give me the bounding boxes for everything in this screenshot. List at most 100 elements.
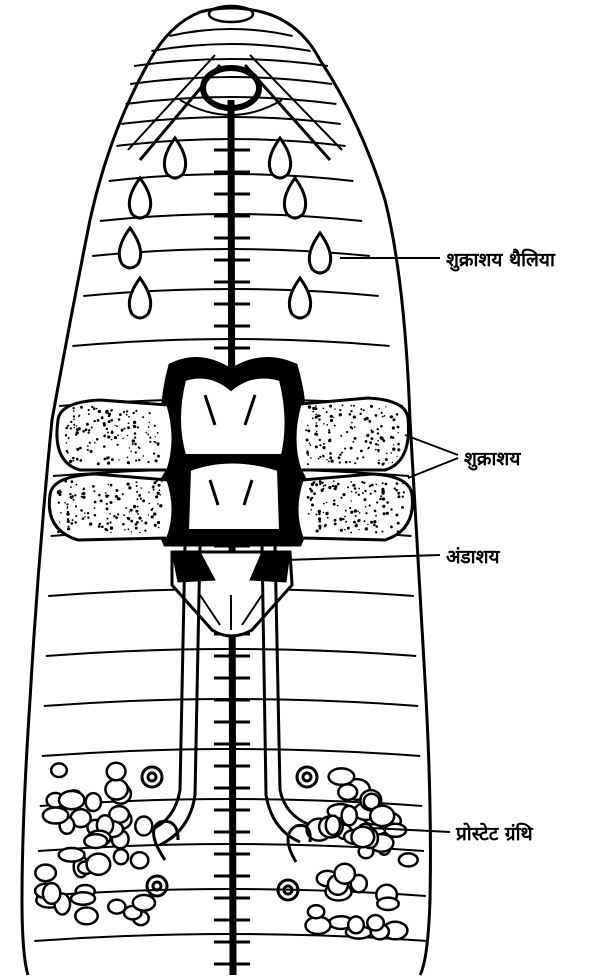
stipple-dot bbox=[345, 461, 348, 464]
stipple-dot bbox=[307, 496, 310, 499]
stipple-dot bbox=[140, 487, 142, 489]
stipple-dot bbox=[382, 492, 385, 495]
stipple-dot bbox=[67, 520, 70, 523]
stipple-dot bbox=[153, 441, 155, 443]
stipple-dot bbox=[68, 437, 70, 439]
stipple-dot bbox=[87, 445, 89, 447]
stipple-dot bbox=[382, 463, 385, 466]
stipple-dot bbox=[342, 405, 344, 407]
stipple-dot bbox=[130, 451, 132, 453]
stipple-dot bbox=[75, 505, 77, 507]
stipple-dot bbox=[113, 515, 115, 517]
stipple-dot bbox=[73, 424, 75, 426]
label-ovary: अंडाशय bbox=[446, 546, 501, 568]
stipple-dot bbox=[147, 461, 149, 463]
stipple-dot bbox=[306, 439, 309, 442]
stipple-dot bbox=[151, 509, 153, 511]
stipple-dot bbox=[109, 521, 111, 523]
stipple-dot bbox=[114, 425, 115, 426]
prostate-lobule bbox=[51, 763, 67, 777]
prostate-lobule bbox=[308, 905, 324, 918]
stipple-dot bbox=[142, 499, 145, 502]
stipple-dot bbox=[107, 462, 110, 465]
stipple-dot bbox=[107, 484, 109, 486]
stipple-dot bbox=[153, 489, 155, 491]
stipple-dot bbox=[118, 418, 121, 421]
stipple-dot bbox=[329, 456, 332, 459]
stipple-dot bbox=[349, 507, 351, 509]
stipple-dot bbox=[334, 408, 336, 410]
stipple-dot bbox=[133, 505, 136, 508]
segment-line bbox=[169, 29, 292, 36]
stipple-dot bbox=[137, 513, 139, 515]
stipple-dot bbox=[390, 526, 393, 529]
stipple-dot bbox=[142, 416, 144, 418]
stipple-dot bbox=[69, 460, 72, 463]
stipple-dot bbox=[98, 494, 101, 497]
segment-line bbox=[130, 77, 332, 84]
stipple-dot bbox=[329, 452, 332, 455]
stipple-dot bbox=[321, 482, 323, 484]
stipple-dot bbox=[131, 531, 132, 532]
stipple-dot bbox=[354, 462, 356, 464]
stipple-dot bbox=[330, 459, 333, 462]
stipple-dot bbox=[155, 495, 158, 498]
seminal-sac-drop bbox=[284, 178, 305, 218]
stipple-dot bbox=[316, 514, 318, 516]
stipple-dot bbox=[397, 522, 400, 525]
stipple-dot bbox=[374, 510, 377, 513]
stipple-dot bbox=[67, 527, 70, 530]
stipple-dot bbox=[323, 408, 325, 410]
stipple-dot bbox=[305, 429, 307, 431]
stipple-dot bbox=[78, 427, 81, 430]
stipple-dot bbox=[401, 506, 404, 509]
stipple-dot bbox=[329, 439, 331, 441]
stipple-dot bbox=[378, 459, 380, 461]
stipple-dot bbox=[374, 490, 376, 492]
stipple-dot bbox=[373, 524, 376, 527]
prostate-lobule bbox=[326, 816, 340, 835]
stipple-dot bbox=[321, 489, 324, 492]
stipple-dot bbox=[333, 503, 336, 506]
stipple-dot bbox=[350, 481, 352, 483]
stipple-dot bbox=[341, 452, 343, 454]
stipple-dot bbox=[124, 529, 126, 531]
stipple-dot bbox=[148, 426, 150, 428]
stipple-dot bbox=[76, 458, 79, 461]
stipple-dot bbox=[127, 461, 130, 464]
stipple-dot bbox=[130, 509, 133, 512]
stipple-dot bbox=[319, 456, 321, 458]
stipple-dot bbox=[378, 451, 380, 453]
stipple-dot bbox=[323, 485, 325, 487]
stipple-dot bbox=[390, 508, 392, 510]
stipple-dot bbox=[355, 492, 357, 494]
stipple-dot bbox=[397, 492, 400, 495]
stipple-dot bbox=[373, 520, 376, 523]
stipple-dot bbox=[365, 417, 368, 420]
stipple-dot bbox=[326, 459, 327, 460]
stipple-dot bbox=[134, 436, 136, 438]
stipple-dot bbox=[350, 410, 352, 412]
stipple-dot bbox=[378, 462, 381, 465]
stipple-dot bbox=[319, 527, 321, 529]
stipple-dot bbox=[88, 409, 90, 411]
stipple-dot bbox=[65, 427, 68, 430]
stipple-dot bbox=[349, 413, 352, 416]
stipple-dot bbox=[315, 425, 318, 428]
stipple-dot bbox=[89, 522, 92, 525]
stipple-dot bbox=[132, 443, 134, 445]
stipple-dot bbox=[148, 514, 149, 515]
stipple-dot bbox=[375, 414, 378, 417]
stipple-dot bbox=[310, 444, 312, 446]
stipple-dot bbox=[108, 415, 110, 417]
stipple-dot bbox=[360, 450, 363, 453]
stipple-dot bbox=[157, 444, 159, 446]
stipple-dot bbox=[138, 446, 140, 448]
stipple-dot bbox=[366, 434, 369, 437]
stipple-dot bbox=[390, 452, 392, 454]
stipple-dot bbox=[94, 514, 97, 517]
stipple-dot bbox=[117, 434, 119, 436]
stipple-dot bbox=[344, 516, 346, 518]
stipple-dot bbox=[88, 432, 90, 434]
label-seminal-vesicle-sacs: शुक्राशय थैलिया bbox=[446, 248, 556, 272]
